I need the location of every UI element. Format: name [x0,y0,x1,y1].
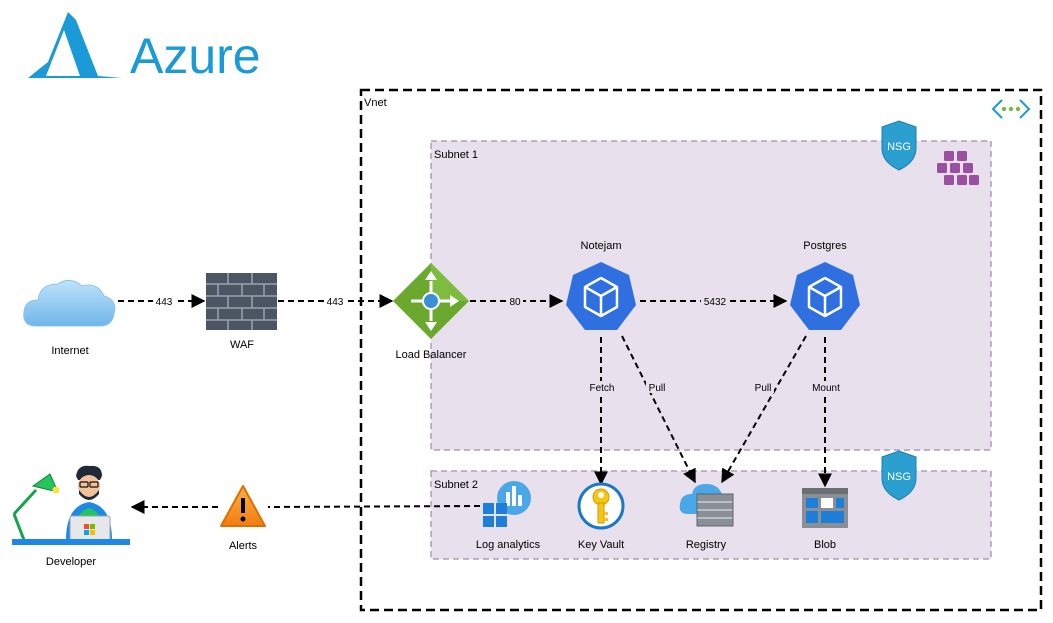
node-label-notejam: Notejam [581,240,622,252]
node-label-alerts: Alerts [229,540,258,552]
node-internet: Internet [23,280,116,357]
alert-warning-icon [220,485,266,527]
nsg-shield-icon: NSG [881,120,917,171]
cloud-icon [23,280,116,327]
edges [118,294,832,514]
node-developer: Developer [12,465,130,568]
node-label-log-analytics: Log analytics [476,539,541,551]
edge-loganalytics-alerts [267,505,481,508]
node-registry: Registry [679,484,734,551]
edge-label-notejam-postgres: 5432 [704,297,727,308]
node-waf: WAF [206,273,277,351]
load-balancer-icon [393,263,469,339]
node-load-balancer: Load Balancer [393,263,469,361]
node-label-key-vault: Key Vault [578,539,624,551]
subnet-1: Subnet 1 NSG [430,120,992,451]
blob-storage-icon [802,488,848,528]
edge-label-fetch: Fetch [589,383,614,394]
edge-postgres-registry [721,335,807,484]
azure-logo-text: Azure [130,28,261,84]
developer-avatar-icon [12,465,130,545]
node-blob: Blob [802,488,848,551]
edge-label-mount: Mount [812,383,840,394]
vnet-container: Vnet [359,88,1043,612]
vnet-label: Vnet [364,97,387,109]
edge-labels: 443 443 80 5432 Fetch Pull Pull Mount [153,295,843,394]
edge-label-lb-notejam: 80 [509,297,521,308]
node-postgres: Postgres [790,240,860,330]
node-key-vault: Key Vault [577,482,625,551]
node-label-waf: WAF [230,339,254,351]
nsg-label: NSG [887,471,911,483]
kubernetes-pod-icon [790,262,860,330]
vnet-icon [991,99,1031,119]
node-label-blob: Blob [814,539,836,551]
edge-label-waf-lb: 443 [327,297,344,308]
edge-label-internet-waf: 443 [156,297,173,308]
kubernetes-pod-icon [566,262,636,330]
subnet-1-label: Subnet 1 [434,149,478,161]
nsg-shield-icon: NSG [881,450,917,501]
subnet-2-label: Subnet 2 [434,479,478,491]
node-label-developer: Developer [46,556,96,568]
edge-label-pull-postgres: Pull [755,383,772,394]
edge-label-pull-notejam: Pull [649,383,666,394]
azure-logo: Azure [28,12,261,84]
container-cluster-icon [937,151,979,185]
container-registry-icon [679,484,734,527]
firewall-icon [206,273,277,330]
node-label-internet: Internet [51,345,88,357]
node-log-analytics: Log analytics [476,481,541,551]
node-label-load-balancer: Load Balancer [396,349,467,361]
key-vault-icon [577,482,625,530]
node-label-registry: Registry [686,539,727,551]
node-notejam: Notejam [566,240,636,330]
node-label-postgres: Postgres [803,240,847,252]
edge-notejam-registry [621,335,696,484]
log-analytics-icon [483,481,531,527]
azure-logo-mark-icon [28,12,122,78]
nsg-label: NSG [887,141,911,153]
node-alerts: Alerts [220,485,266,552]
